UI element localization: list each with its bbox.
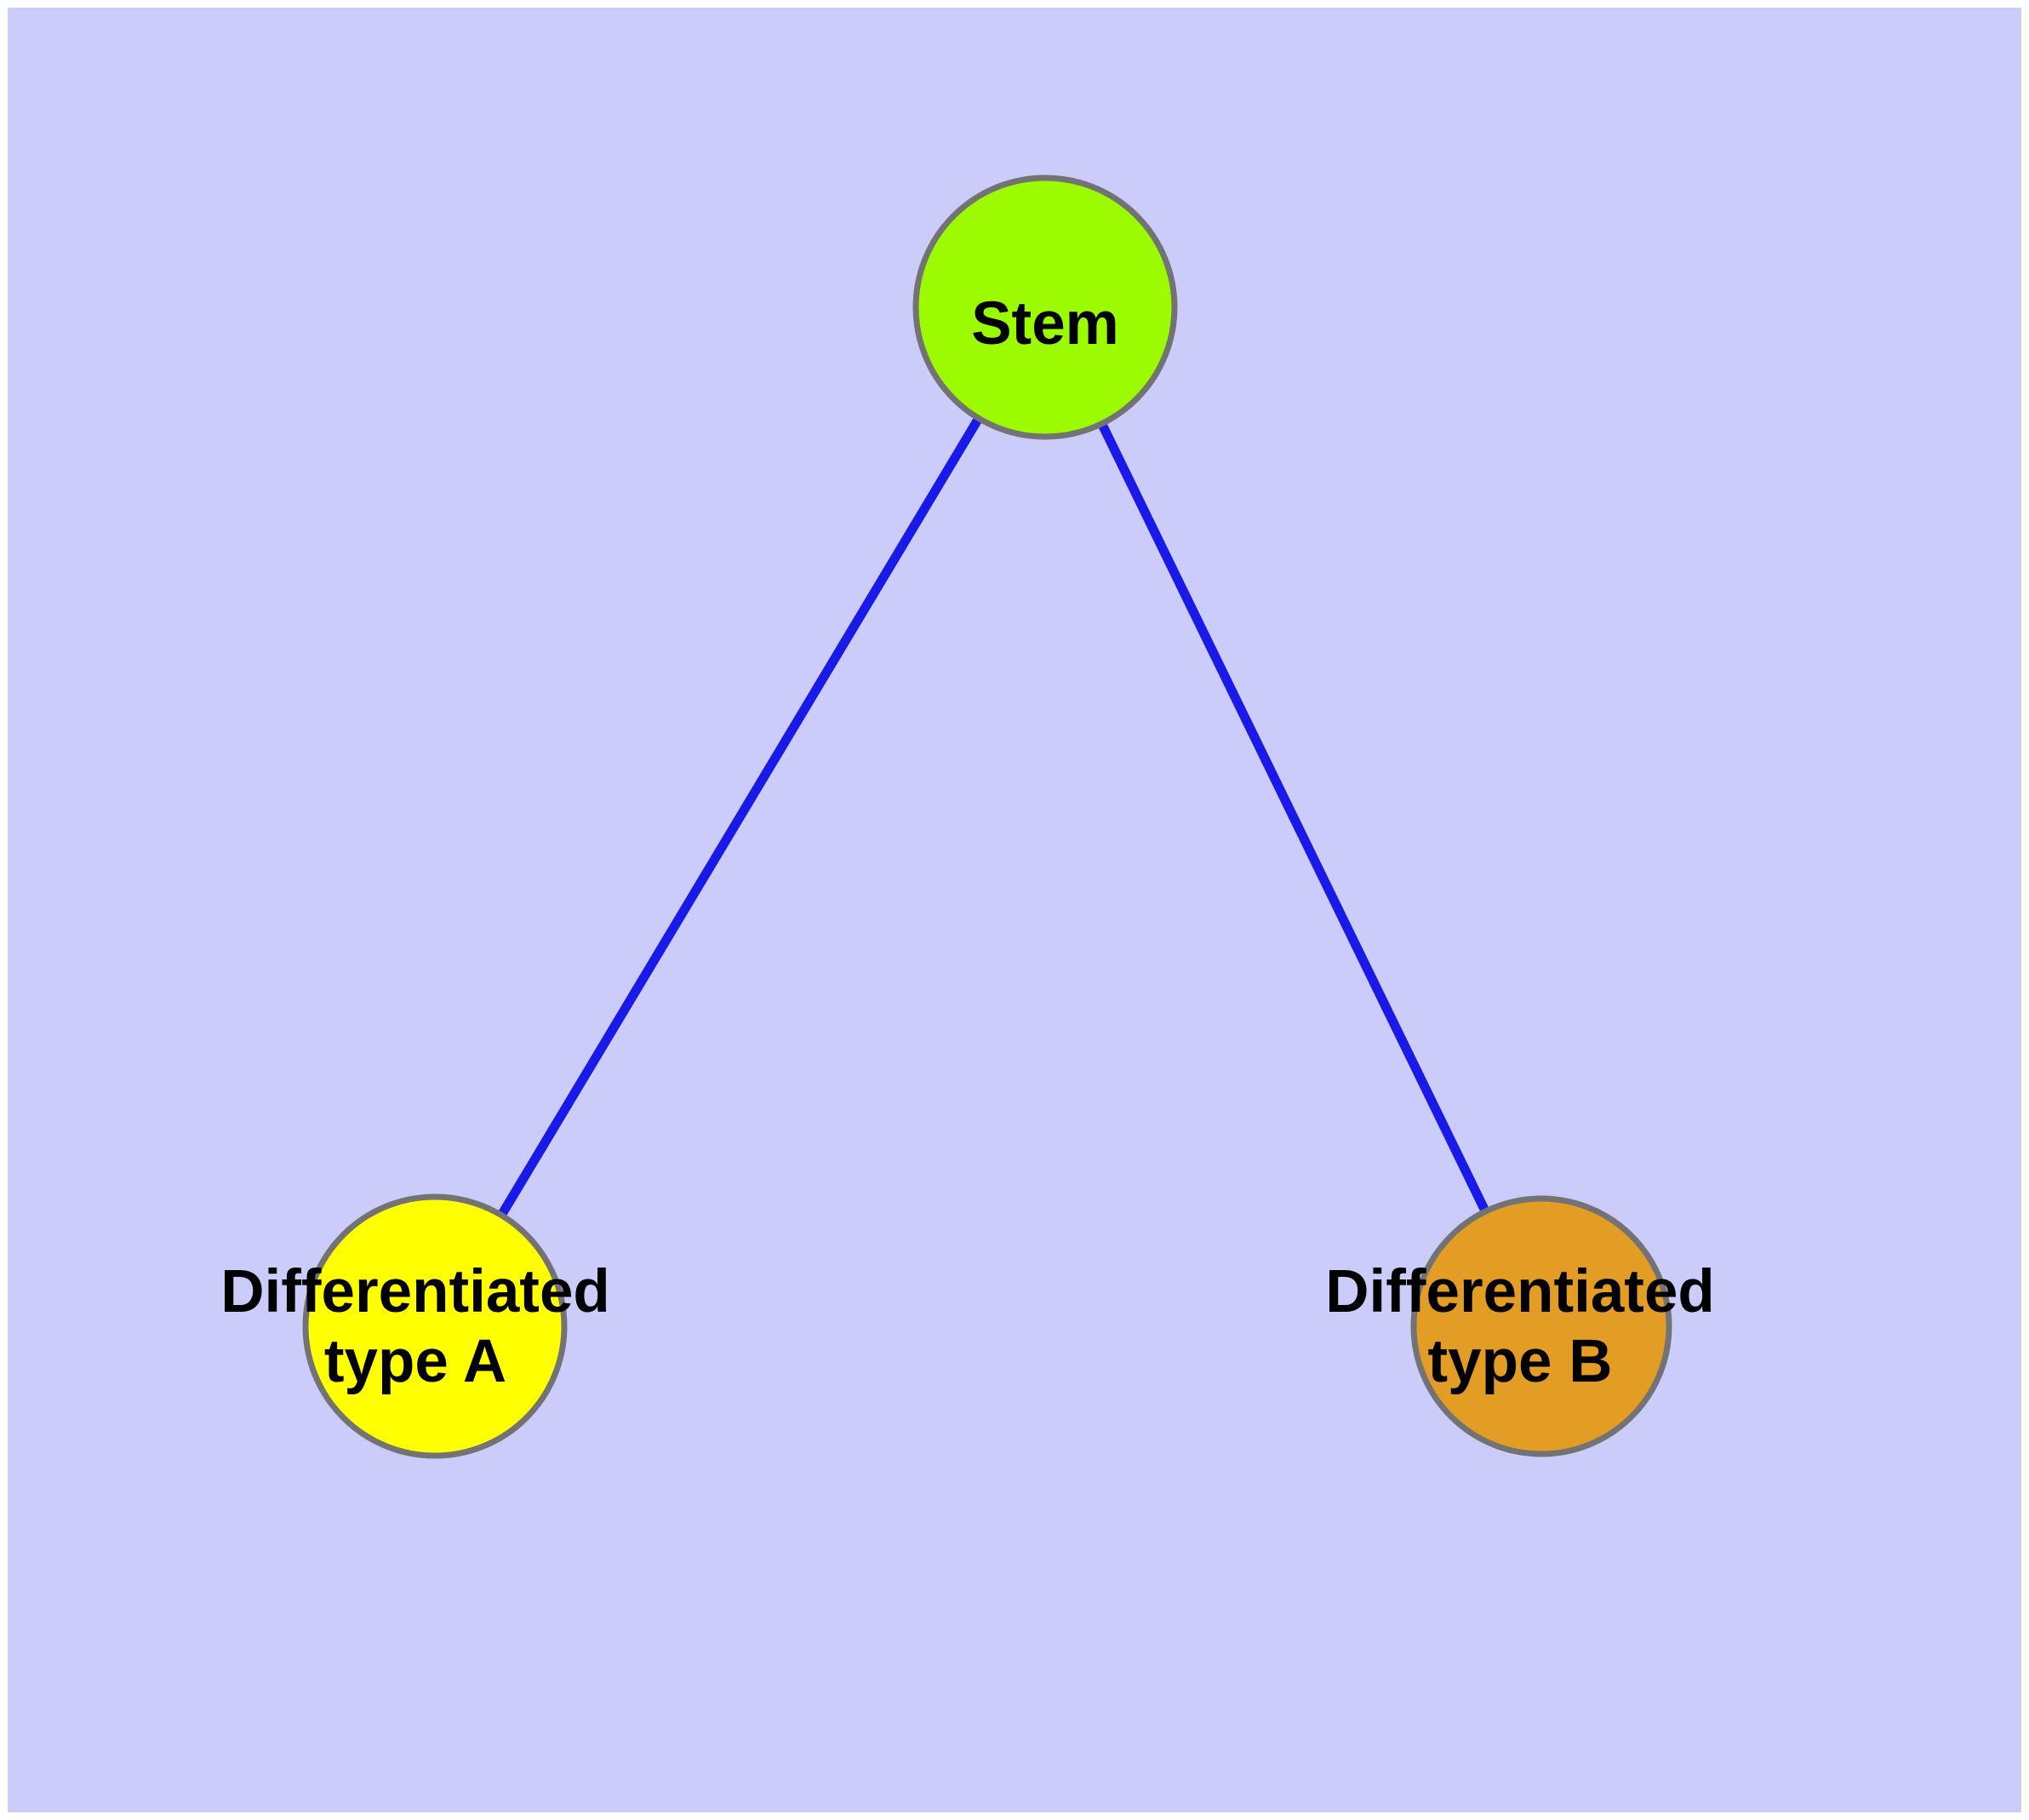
- node-label-line: type A: [324, 1328, 506, 1395]
- node-differentiated-type-a-circle[interactable]: [302, 1193, 568, 1459]
- edge-stem-to-differentiated-type-b[interactable]: [1041, 305, 1546, 1329]
- edge-stem-to-differentiated-type-a[interactable]: [431, 305, 1049, 1329]
- node-label-line: Differentiated: [1325, 1258, 1715, 1325]
- node-label-line: Stem: [971, 290, 1119, 358]
- node-layer: [302, 175, 1672, 1459]
- node-label-line: type B: [1428, 1328, 1613, 1395]
- node-stem-label: Stem: [971, 290, 1119, 358]
- node-label-line: Differentiated: [220, 1258, 610, 1325]
- edge-layer: [431, 305, 1546, 1329]
- node-differentiated-type-b-circle[interactable]: [1410, 1195, 1672, 1457]
- node-stem-circle[interactable]: [912, 175, 1178, 440]
